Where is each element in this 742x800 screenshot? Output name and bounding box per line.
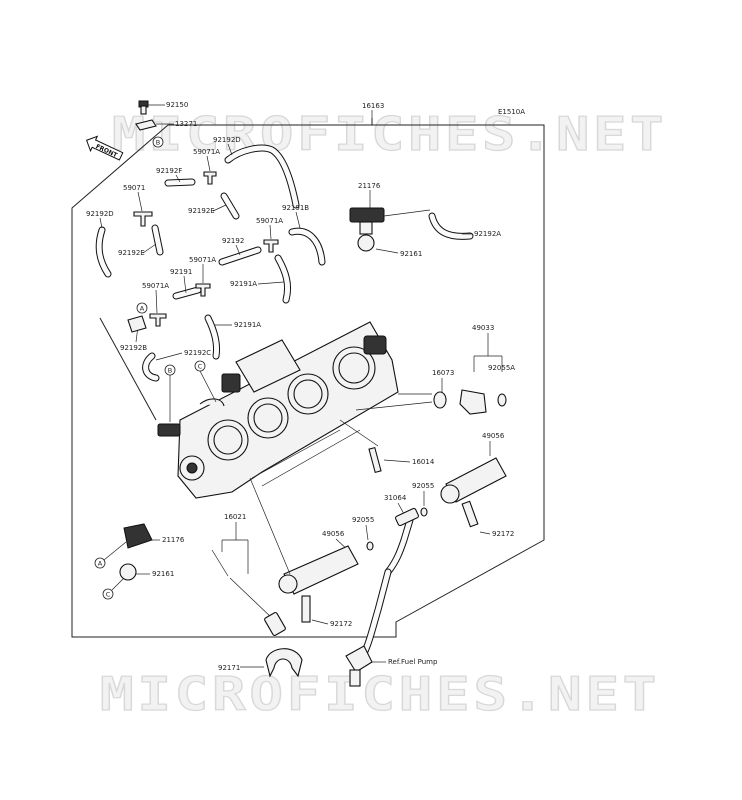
label-92192d-left: 92192D [86,210,114,218]
label-92192e-mid: 92192E [188,207,215,215]
sensor-small-icon [127,315,147,333]
throttle-cable-icon [211,549,286,636]
watermark-bottom: MICROFICHES.NET [100,667,660,721]
label-92192e-left: 92192E [118,249,145,257]
label-59071a-a: 59071A [193,148,220,156]
label-16163: 16163 [362,102,384,110]
label-92171: 92171 [218,664,240,672]
label-16014: 16014 [412,458,435,466]
throttle-body-assembly [157,321,399,499]
map-sensor-icon [349,207,385,252]
callout-b-top [152,136,164,148]
clip-icon [265,648,303,678]
label-31064: 31064 [384,494,407,502]
label-16021: 16021 [224,513,246,521]
label-21176-top: 21176 [358,182,381,190]
label-49033: 49033 [472,324,494,332]
fuel-rail-left [278,545,359,623]
label-92191: 92191 [170,268,192,276]
callout-a-left [94,557,106,569]
label-59071a-b: 59071A [256,217,283,225]
label-13271: 13271 [175,120,197,128]
label-92192c: 92192C [184,349,211,357]
label-92192d-top: 92192D [213,136,241,144]
svg-text:A: A [98,560,103,568]
label-92055a: 92055A [488,364,515,372]
label-49056-right: 49056 [482,432,505,440]
label-21176-left: 21176 [162,536,185,544]
fuel-rail-right [440,457,507,528]
label-59071a-d: 59071A [142,282,169,290]
label-59071: 59071 [123,184,145,192]
label-92191b: 92191B [282,204,309,212]
label-92150: 92150 [166,101,188,109]
label-92161-top: 92161 [400,250,422,258]
label-92191a-b: 92191A [234,321,261,329]
svg-text:B: B [168,367,172,375]
label-49056-left: 49056 [322,530,345,538]
tps-sensor-icon [119,523,153,581]
tee-fittings [133,171,279,327]
fuel-hose-icon [384,507,419,576]
svg-text:C: C [106,591,111,599]
label-92172-left: 92172 [330,620,352,628]
label-92191a-a: 92191A [230,280,257,288]
watermark-top: MICROFICHES.NET [112,107,667,161]
diagram-code: E1510A [498,108,525,116]
fuel-pump-connector-icon [345,568,392,687]
bolt-icon [138,100,149,115]
callout-c-left [102,588,114,600]
callout-a-mid [136,302,148,314]
label-92172-right: 92172 [492,530,514,538]
label-59071a-c: 59071A [189,256,216,264]
svg-text:B: B [156,139,160,147]
label-92055-left: 92055 [352,516,374,524]
svg-text:C: C [198,363,203,371]
vacuum-hoses [95,144,474,382]
label-92192f: 92192F [156,167,182,175]
label-16073: 16073 [432,369,454,377]
label-92192: 92192 [222,237,244,245]
clamp-icon [135,119,157,131]
ref-fuel-pump: Ref.Fuel Pump [388,658,438,666]
screw-icon [368,446,382,474]
idle-valve-icon [433,389,507,415]
label-92192a: 92192A [474,230,501,238]
label-92161-left: 92161 [152,570,174,578]
label-92055-right: 92055 [412,482,434,490]
svg-text:A: A [140,305,145,313]
assembly-frame [71,118,545,638]
label-92192b: 92192B [120,344,147,352]
